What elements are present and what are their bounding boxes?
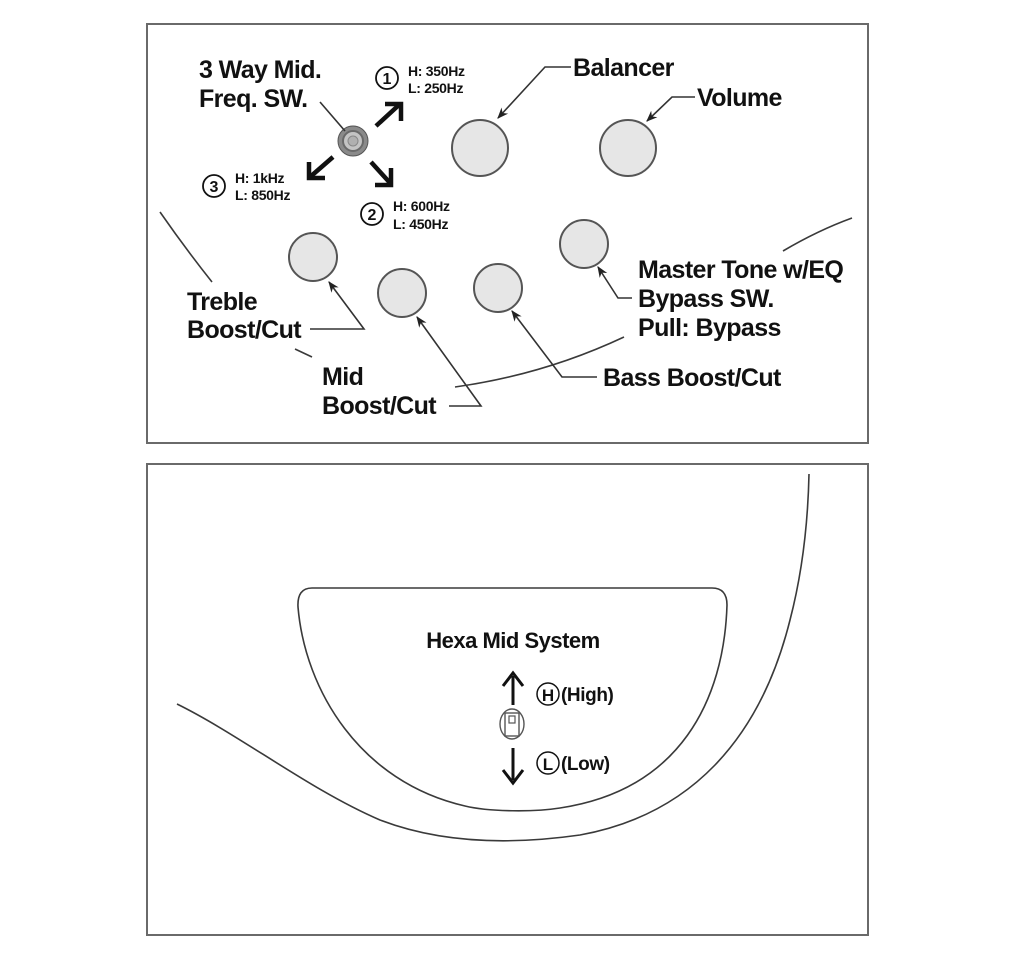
circled-number-2-icon [360, 202, 384, 226]
volume-leader [646, 96, 695, 122]
top-panel: 3 Way Mid. Freq. SW. 1 H: 350Hz L: 250Hz… [146, 23, 869, 444]
hexa-mid-title: Hexa Mid System [426, 628, 599, 653]
low-symbol: L [543, 755, 553, 774]
circled-number-3-icon [202, 174, 226, 198]
switch-position-1: 1 H: 350Hz L: 250Hz [375, 63, 465, 96]
switch-position-2: 2 H: 600Hz L: 450Hz [360, 198, 450, 232]
mid-leader [416, 316, 483, 407]
body-outline-right [782, 217, 853, 252]
body-outline-bottom [454, 336, 625, 388]
master-tone-knob[interactable] [559, 219, 609, 269]
balancer-leader [497, 66, 571, 119]
treble-leader [310, 281, 366, 330]
position-1-low: L: 250Hz [408, 80, 463, 96]
switch-center [347, 135, 359, 147]
mid-label-line2: Boost/Cut [322, 392, 437, 420]
body-outline-curve [176, 473, 810, 842]
body-outline-segment [294, 348, 313, 358]
position-1-number: 1 [383, 71, 392, 88]
position-3-number: 3 [210, 179, 219, 196]
switch-leader-line [319, 101, 346, 132]
master-tone-label-line1: Master Tone w/EQ [638, 256, 843, 284]
circled-h-icon [536, 682, 560, 706]
position-3-high: H: 1kHz [235, 170, 285, 186]
body-outline-left [159, 211, 213, 283]
bottom-panel-frame [146, 463, 869, 936]
mid-freq-switch[interactable] [337, 125, 369, 157]
switch-position-3: 3 H: 1kHz L: 850Hz [202, 170, 291, 203]
mid-knob[interactable] [377, 268, 427, 318]
volume-label: Volume [697, 84, 783, 112]
high-symbol: H [542, 686, 554, 705]
position-1-high: H: 350Hz [408, 63, 465, 79]
balancer-label: Balancer [573, 54, 675, 82]
switch-title-line1: 3 Way Mid. [199, 56, 321, 84]
hexa-mid-toggle-switch[interactable] [499, 708, 525, 740]
low-label: (Low) [561, 754, 610, 775]
bass-label: Bass Boost/Cut [603, 364, 782, 392]
bass-knob[interactable] [473, 263, 523, 313]
circled-l-icon [536, 751, 560, 775]
arrow-up-icon [501, 670, 525, 705]
top-panel-frame [146, 23, 869, 444]
arrow-up-right-icon [374, 101, 404, 128]
circled-number-1-icon [375, 66, 399, 90]
arrow-down-right-icon [369, 160, 394, 188]
arrow-down-left-icon [306, 155, 335, 181]
arrow-down-icon [501, 748, 525, 786]
mid-label-line1: Mid [322, 363, 363, 391]
master-tone-label-line2: Bypass SW. [638, 285, 774, 313]
high-label: (High) [561, 685, 614, 706]
position-2-low: L: 450Hz [393, 216, 448, 232]
position-2-high: H: 600Hz [393, 198, 450, 214]
master-tone-leader [597, 266, 632, 299]
control-cavity-outline [297, 587, 728, 812]
position-2-number: 2 [368, 207, 377, 224]
position-3-low: L: 850Hz [235, 187, 290, 203]
volume-knob[interactable] [599, 119, 657, 177]
balancer-knob[interactable] [451, 119, 509, 177]
treble-label-line1: Treble [187, 288, 258, 316]
treble-label-line2: Boost/Cut [187, 316, 302, 344]
bass-leader [511, 310, 597, 378]
bottom-panel: Hexa Mid System H (High) L (Low) [146, 463, 869, 936]
switch-title-line2: Freq. SW. [199, 85, 308, 113]
master-tone-label-line3: Pull: Bypass [638, 314, 781, 342]
treble-knob[interactable] [288, 232, 338, 282]
